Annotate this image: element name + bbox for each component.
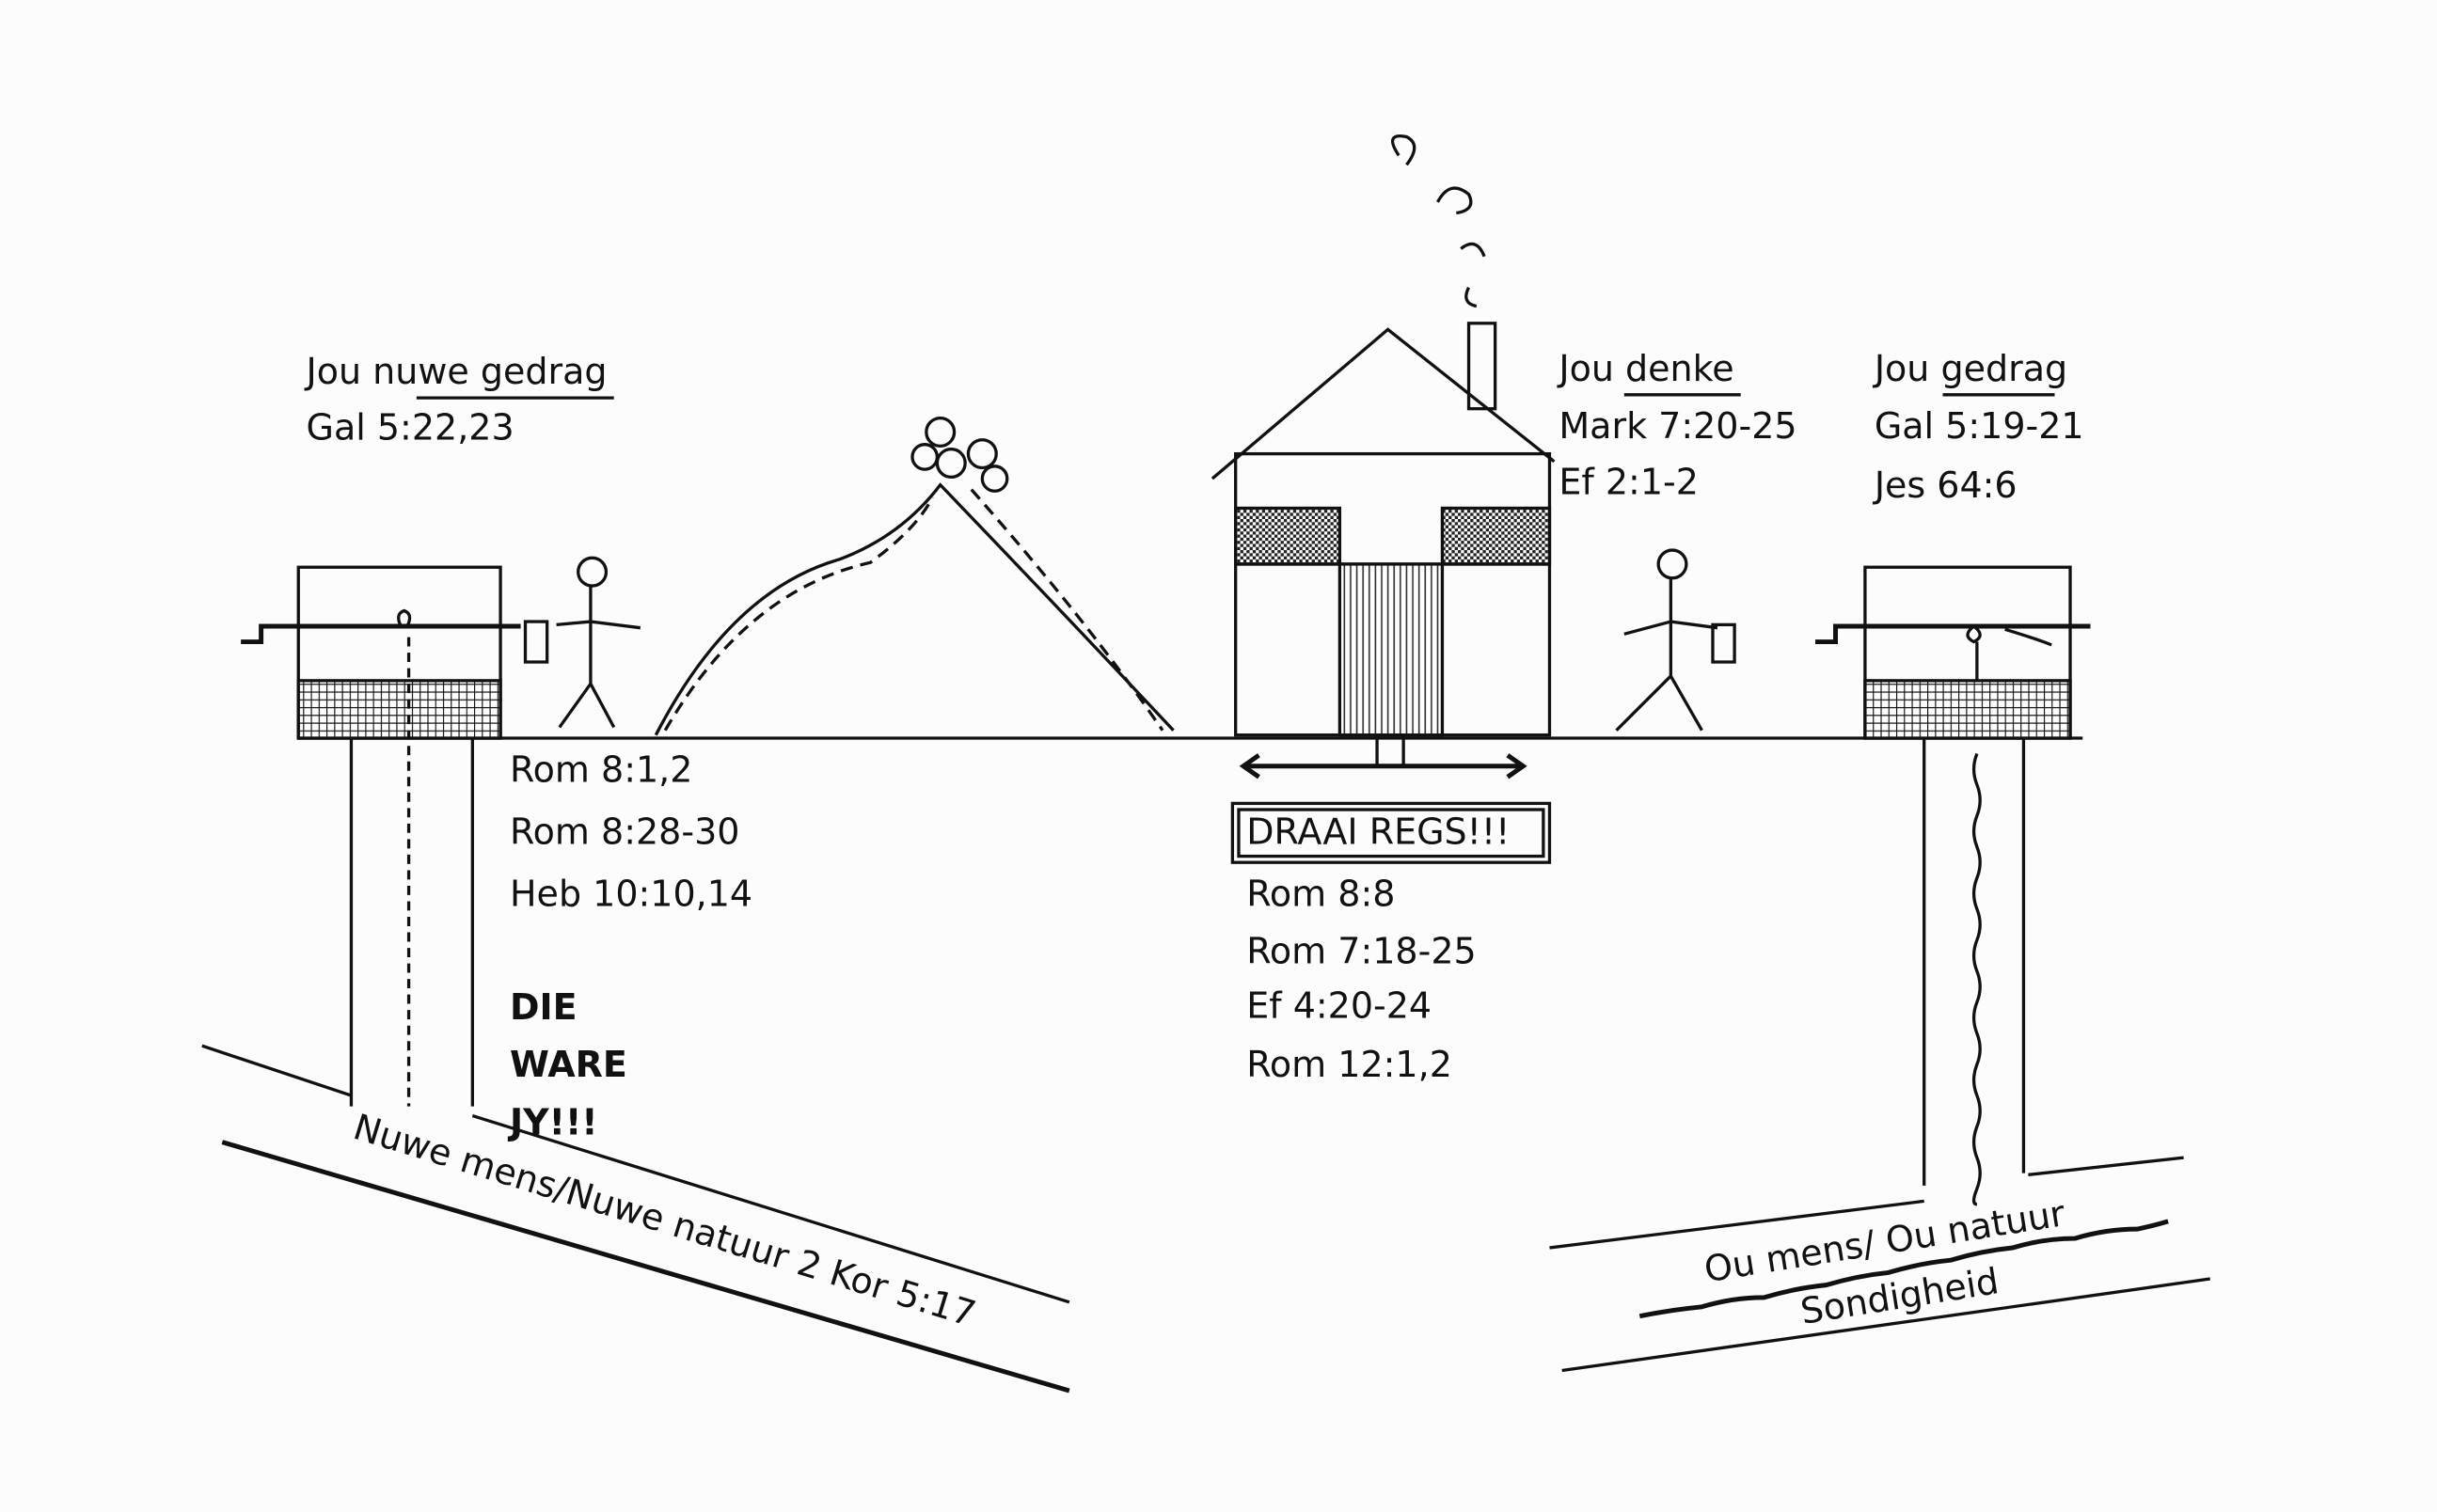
left-well [241, 565, 521, 1107]
tree-icon [910, 416, 1009, 493]
left-underground-pipe: Nuwe mens/Nuwe natuur 2 Kor 5:17 [201, 1044, 1070, 1394]
new-nature-label: Nuwe mens/Nuwe natuur 2 Kor 5:17 [349, 1106, 981, 1334]
svg-text:Gal 5:19-21: Gal 5:19-21 [1875, 405, 2084, 447]
left-verses: Rom 8:1,2 Rom 8:28-30 Heb 10:10,14 DIE W… [507, 748, 752, 1142]
left-ref: Gal 5:22,23 [307, 407, 514, 449]
svg-text:Jes 64:6: Jes 64:6 [1873, 465, 2018, 506]
house [1211, 134, 1556, 780]
svg-text:Mark 7:20-25: Mark 7:20-25 [1559, 405, 1796, 447]
svg-text:JY!!!: JY!!! [507, 1101, 598, 1142]
svg-text:Rom 7:18-25: Rom 7:18-25 [1246, 931, 1476, 972]
svg-text:Rom 8:1,2: Rom 8:1,2 [510, 748, 692, 790]
svg-text:Jou denke: Jou denke [1557, 348, 1733, 389]
svg-text:Ef 4:20-24: Ef 4:20-24 [1246, 984, 1432, 1026]
turn-right-sign: DRAAI REGS!!! [1230, 801, 1552, 864]
right-underground-pipe: Ou mens/ Ou natuur Sondigheid [1549, 1156, 2210, 1373]
svg-text:Heb 10:10,14: Heb 10:10,14 [510, 873, 752, 914]
center-verses: Rom 8:8 Rom 7:18-25 Ef 4:20-24 Rom 12:1,… [1246, 873, 1476, 1085]
left-heading: Jou nuwe gedrag Gal 5:22,23 [305, 351, 614, 449]
stick-figure-left [523, 556, 641, 729]
svg-text:DIE: DIE [510, 986, 578, 1028]
thinking-heading: Jou denke Mark 7:20-25 Ef 2:1-2 [1557, 348, 1796, 503]
svg-text:Rom 12:1,2: Rom 12:1,2 [1246, 1044, 1452, 1085]
turn-right-text: DRAAI REGS!!! [1246, 811, 1510, 852]
stick-figure-right [1615, 548, 1736, 732]
right-well [1815, 565, 2091, 1206]
svg-text:Rom 8:28-30: Rom 8:28-30 [510, 811, 739, 852]
right-heading: Jou gedrag Gal 5:19-21 Jes 64:6 [1873, 348, 2084, 506]
svg-text:Jou gedrag: Jou gedrag [1873, 348, 2067, 389]
svg-text:Rom 8:8: Rom 8:8 [1246, 873, 1395, 914]
svg-text:WARE: WARE [510, 1044, 627, 1085]
svg-text:Jou nuwe gedrag: Jou nuwe gedrag [305, 351, 608, 392]
hill [654, 416, 1175, 736]
svg-text:Ef 2:1-2: Ef 2:1-2 [1559, 462, 1699, 503]
